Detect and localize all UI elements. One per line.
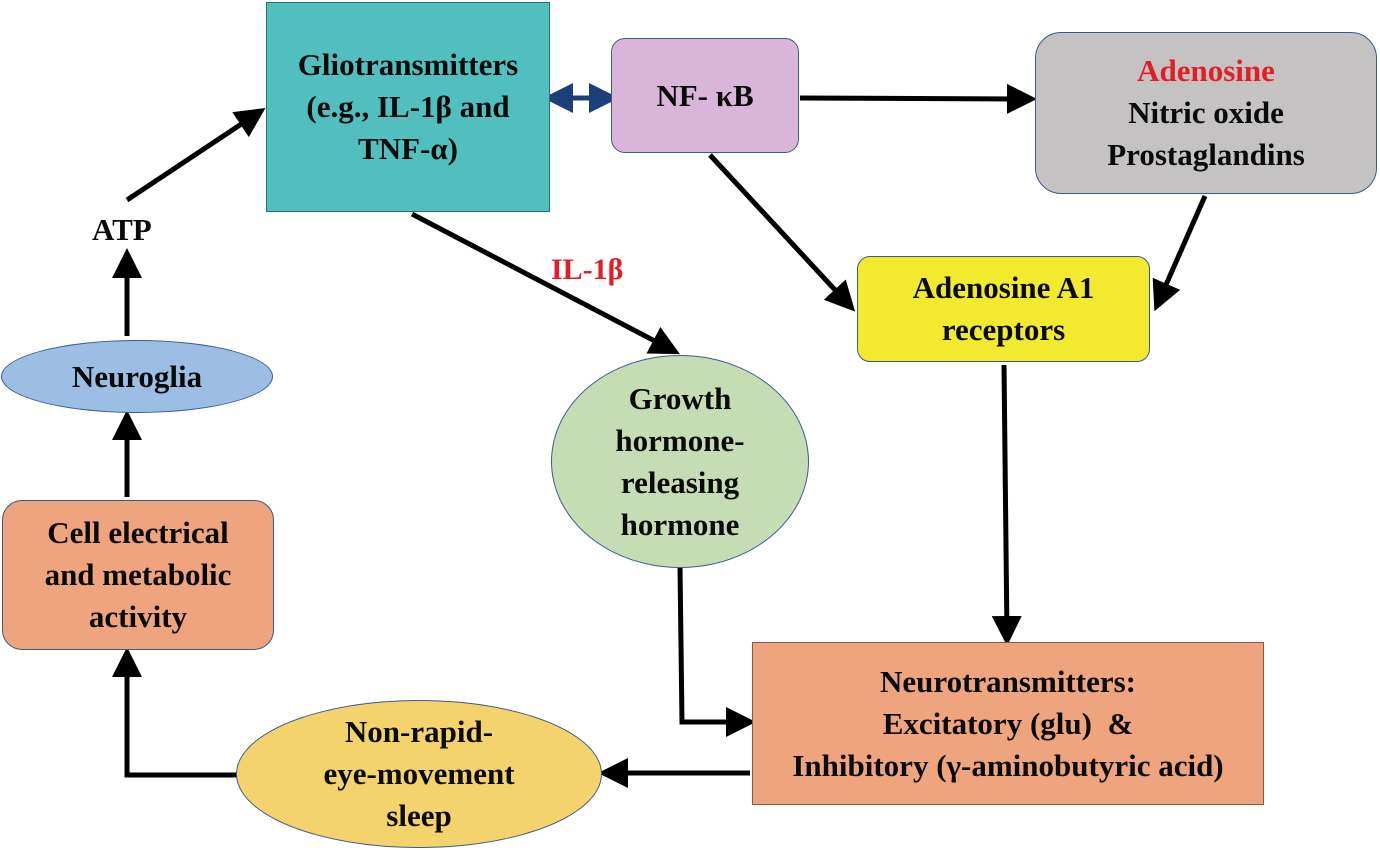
adenosine-products-box: Adenosine Nitric oxide Prostaglandins bbox=[1035, 32, 1377, 194]
arrow-a1-to-neurotransmitters bbox=[991, 364, 1022, 646]
adenosine-a1-receptors-box: Adenosine A1 receptors bbox=[857, 256, 1150, 362]
adenosine-a1-line-2: receptors bbox=[941, 312, 1066, 347]
nrem-sleep-ellipse: Non-rapid- eye-movement sleep bbox=[236, 700, 602, 848]
nrem-line-1: Non-rapid- bbox=[344, 714, 494, 749]
atp-label: ATP bbox=[92, 212, 152, 247]
neuroglia-ellipse: Neuroglia bbox=[1, 340, 273, 413]
cell-activity-line-3: activity bbox=[88, 599, 188, 634]
ghrh-line-2: hormone- bbox=[615, 422, 745, 458]
nfkb-box: NF- κB bbox=[611, 38, 799, 153]
nitric-oxide-label: Nitric oxide bbox=[1128, 95, 1284, 130]
cell-activity-box: Cell electrical and metabolic activity bbox=[2, 500, 274, 650]
nrem-line-2: eye-movement bbox=[323, 756, 515, 791]
ghrh-line-1: Growth bbox=[628, 380, 732, 416]
arrow-ghrh-to-neurotransmitters bbox=[677, 566, 757, 737]
neuroglia-label: Neuroglia bbox=[71, 358, 203, 394]
ghrh-ellipse: Growth hormone- releasing hormone bbox=[551, 355, 809, 568]
arrow-products-to-a1 bbox=[1152, 194, 1208, 312]
cell-activity-line-2: and metabolic bbox=[44, 557, 232, 592]
arrow-gliotransmitters-to-ghrh bbox=[410, 211, 680, 355]
nfkb-label: NF- κB bbox=[656, 77, 754, 113]
arrow-nfkb-to-a1 bbox=[708, 153, 856, 312]
neurotransmitters-line-2: Excitatory (glu) & bbox=[882, 705, 1134, 741]
cell-activity-line-1: Cell electrical bbox=[47, 515, 229, 550]
gliotransmitters-line-2: (e.g., IL-1β and bbox=[306, 89, 510, 124]
arrow-nfkb-to-products bbox=[799, 83, 1037, 114]
neurotransmitters-line-3: Inhibitory (γ-aminobutyric acid) bbox=[792, 747, 1224, 783]
gliotransmitters-box: Gliotransmitters (e.g., IL-1β and TNF-α) bbox=[266, 2, 550, 212]
ghrh-line-3: releasing bbox=[620, 464, 740, 500]
il1b-edge-label: IL-1β bbox=[551, 253, 624, 286]
arrow-nrem-to-cell-activity bbox=[112, 646, 238, 778]
neurotransmitters-line-1: Neurotransmitters: bbox=[880, 663, 1136, 699]
adenosine-a1-line-1: Adenosine A1 bbox=[912, 270, 1095, 305]
ghrh-line-4: hormone bbox=[620, 506, 740, 542]
prostaglandins-label: Prostaglandins bbox=[1107, 137, 1305, 172]
arrow-atp-to-gliotransmitters bbox=[125, 108, 266, 203]
neurotransmitters-box: Neurotransmitters: Excitatory (glu) & In… bbox=[752, 642, 1264, 805]
adenosine-highlight-label: Adenosine bbox=[1137, 53, 1275, 88]
gliotransmitters-line-1: Gliotransmitters bbox=[297, 47, 519, 82]
nrem-line-3: sleep bbox=[386, 798, 452, 833]
gliotransmitters-line-3: TNF-α) bbox=[358, 131, 458, 166]
